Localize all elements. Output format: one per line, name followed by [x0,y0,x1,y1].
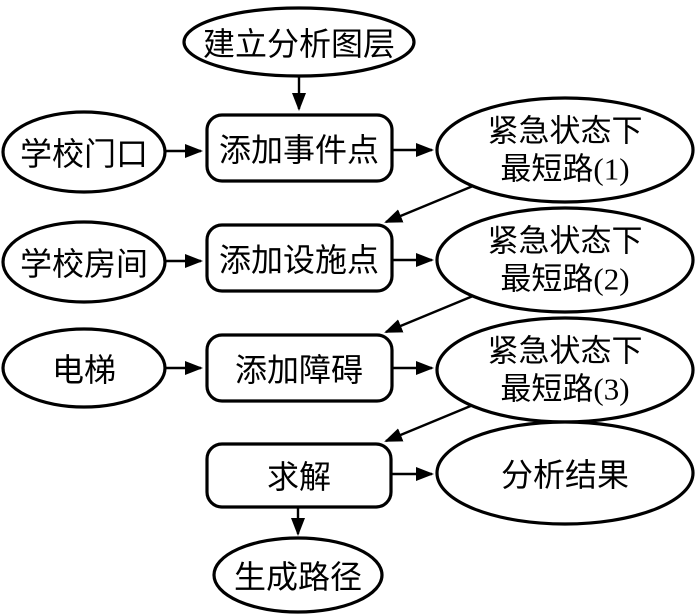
node-elevator: 电梯 [1,327,167,409]
analysis-result-label: 分析结果 [501,457,629,493]
node-shortest-path-3: 紧急状态下 最短路(3) [435,316,695,424]
shortest-path-1-label-line2: 最短路(1) [500,152,629,187]
shortest-path-3-label-line1: 紧急状态下 [488,334,643,369]
shortest-path-3-label-line2: 最短路(3) [500,372,629,407]
add-facility-point-label: 添加设施点 [219,242,379,278]
arrow-path1-to-add-facility [384,184,474,224]
school-room-label: 学校房间 [20,246,148,282]
add-event-point-box [205,113,394,183]
arrow-path2-to-add-obstacle [384,294,474,334]
arrow-path3-to-solve [384,403,474,443]
school-gate-ellipse [1,110,167,194]
generate-path-label: 生成路径 [234,559,362,595]
node-create-analysis-layer: 建立分析图层 [182,6,416,78]
node-add-facility-point: 添加设施点 [205,223,394,293]
solve-box [205,442,393,509]
node-add-obstacle: 添加障碍 [205,333,394,403]
add-event-point-label: 添加事件点 [219,132,379,168]
school-gate-label: 学校门口 [20,136,148,172]
shortest-path-2-ellipse [435,206,695,314]
node-shortest-path-1: 紧急状态下 最短路(1) [435,96,695,204]
analysis-result-ellipse [435,420,695,526]
node-shortest-path-2: 紧急状态下 最短路(2) [435,206,695,314]
school-room-ellipse [1,220,167,304]
shortest-path-1-ellipse [435,96,695,204]
node-analysis-result: 分析结果 [435,420,695,526]
node-add-event-point: 添加事件点 [205,113,394,183]
add-obstacle-box [205,333,394,403]
node-generate-path: 生成路径 [212,536,384,614]
elevator-label: 电梯 [52,352,116,388]
shortest-path-2-label-line2: 最短路(2) [500,262,629,297]
shortest-path-2-label-line1: 紧急状态下 [488,224,643,259]
shortest-path-1-label-line1: 紧急状态下 [488,114,643,149]
create-analysis-layer-label: 建立分析图层 [203,26,395,62]
add-facility-point-box [205,223,394,293]
node-school-gate: 学校门口 [1,110,167,194]
elevator-ellipse [1,327,167,409]
node-school-room: 学校房间 [1,220,167,304]
node-solve: 求解 [205,442,393,509]
generate-path-ellipse [212,536,384,614]
add-obstacle-label: 添加障碍 [235,352,363,388]
create-analysis-layer-ellipse [182,6,416,78]
solve-label: 求解 [267,459,331,495]
